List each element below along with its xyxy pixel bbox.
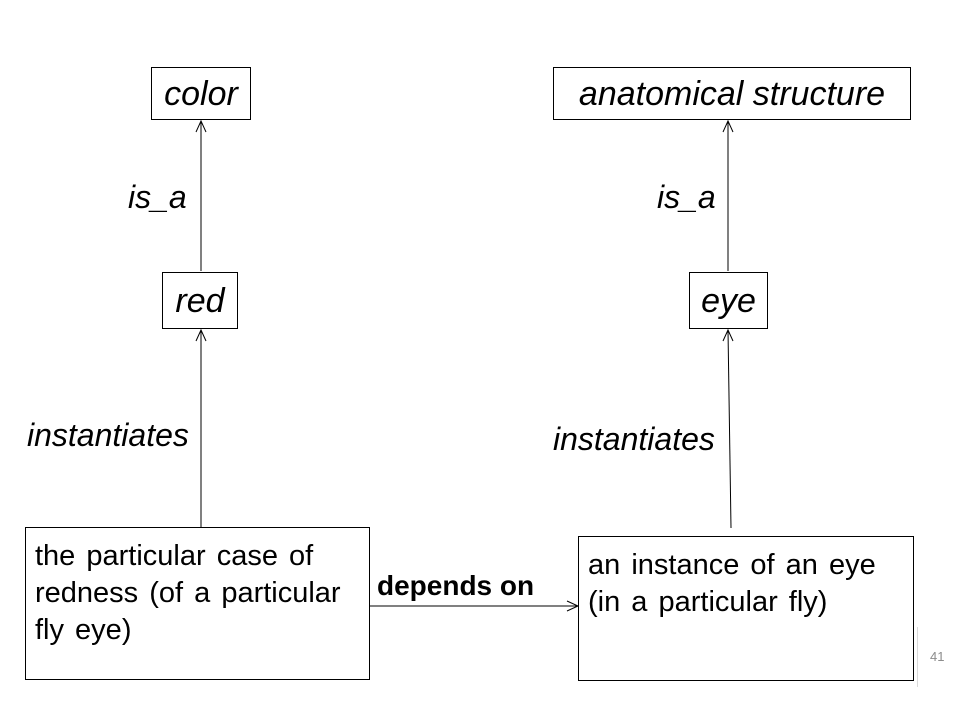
node-red-label: red <box>175 281 225 320</box>
node-anatomical-structure-label: anatomical structure <box>578 74 886 113</box>
node-redness-instance-label: the particular case of redness (of a par… <box>35 540 341 646</box>
is-a-left-label: is_a <box>128 179 187 215</box>
node-anatomical-structure: anatomical structure <box>553 67 911 120</box>
instantiates-right-label: instantiates <box>553 421 715 457</box>
node-eye-instance: an instance of an eye (in a particular f… <box>578 536 914 681</box>
node-color-label: color <box>164 74 238 113</box>
instantiates-left-arrowhead <box>195 328 207 342</box>
node-color: color <box>151 67 251 120</box>
is-a-right-arrowhead <box>722 119 734 133</box>
node-eye-instance-label: an instance of an eye (in a particular f… <box>588 549 876 618</box>
instantiates-right-arrowhead <box>722 328 734 342</box>
instantiates-right-connector <box>727 329 732 529</box>
node-eye-label: eye <box>701 281 756 320</box>
node-red: red <box>162 272 238 329</box>
node-redness-instance: the particular case of redness (of a par… <box>25 527 370 680</box>
is-a-left-arrowhead <box>195 119 207 133</box>
page-number: 41 <box>930 649 945 664</box>
instantiates-left-label: instantiates <box>27 417 189 453</box>
node-eye: eye <box>689 272 768 329</box>
depends-on-label: depends on <box>377 570 535 601</box>
is-a-right-label: is_a <box>657 179 716 215</box>
slide-edge-divider <box>917 627 918 687</box>
